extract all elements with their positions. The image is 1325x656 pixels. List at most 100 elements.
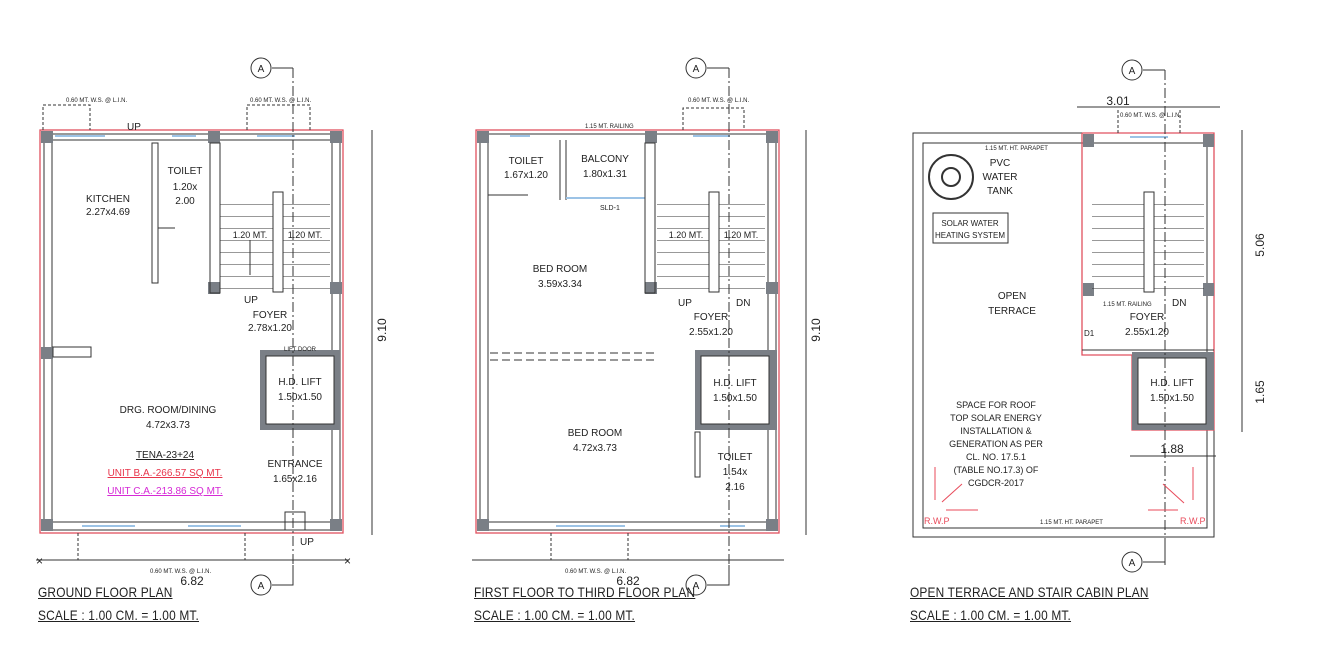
section-marker-a: A (693, 64, 700, 75)
svg-text:TOP SOLAR ENERGY: TOP SOLAR ENERGY (950, 413, 1042, 423)
up-label: UP (678, 298, 692, 309)
overall-width-dimension: 6.82 (180, 574, 204, 588)
plan-scale: SCALE : 1.00 CM. = 1.00 MT. (38, 607, 200, 623)
first-floor-plan (472, 57, 807, 596)
up-label: UP (127, 122, 141, 133)
stair-width: 1.20 MT. (233, 230, 268, 240)
stair-width: 1.20 MT. (669, 230, 704, 240)
svg-text:CGDCR-2017: CGDCR-2017 (968, 478, 1024, 488)
svg-text:SPACE FOR ROOF: SPACE FOR ROOF (956, 400, 1036, 410)
plan-title: OPEN TERRACE AND STAIR CABIN PLAN (910, 584, 1149, 600)
railing-note: 1.15 MT. RAILING (585, 124, 634, 130)
solar-heating-label: HEATING SYSTEM (935, 231, 1005, 240)
up-label: UP (300, 537, 314, 548)
room-size: 2.55x1.20 (1125, 327, 1169, 338)
terrace-plan (912, 59, 1243, 573)
rain-water-pipe-label: R.W.P (1180, 516, 1206, 526)
stair-width: 1.20 MT. (724, 230, 759, 240)
svg-text:×: × (344, 554, 351, 568)
svg-text:CL. NO. 17.5.1: CL. NO. 17.5.1 (966, 452, 1026, 462)
open-terrace-label: TERRACE (988, 306, 1036, 317)
svg-text:×: × (36, 554, 43, 568)
door-label: D1 (1084, 329, 1095, 338)
section-marker-a: A (1129, 66, 1136, 77)
section-marker-a: A (1129, 558, 1136, 569)
down-label: DN (736, 298, 750, 309)
svg-text:INSTALLATION &: INSTALLATION & (960, 426, 1031, 436)
lift-width-dimension: 1.88 (1160, 442, 1184, 456)
section-marker-a: A (693, 581, 700, 592)
room-size: 2.00 (175, 196, 195, 207)
solar-space-note: SPACE FOR ROOF TOP SOLAR ENERGY INSTALLA… (949, 400, 1043, 488)
room-name: BED ROOM (533, 264, 587, 275)
room-name: H.D. LIFT (1150, 378, 1193, 389)
water-tank-label: PVC (990, 158, 1011, 169)
room-name: FOYER (1130, 312, 1164, 323)
room-size: 1.20x (173, 182, 197, 193)
down-label: DN (1172, 298, 1186, 309)
room-name: H.D. LIFT (278, 377, 321, 388)
room-size: 1.50x1.50 (278, 392, 322, 403)
plan-title: GROUND FLOOR PLAN (38, 584, 173, 600)
section-marker-a: A (258, 581, 265, 592)
room-name: KITCHEN (86, 194, 130, 205)
overall-depth-dimension: 9.10 (809, 318, 823, 342)
up-label: UP (244, 295, 258, 306)
solar-heating-label: SOLAR WATER (941, 219, 999, 228)
section-marker-a: A (258, 64, 265, 75)
upper-depth-dimension: 5.06 (1253, 233, 1267, 257)
overall-depth-dimension: 9.10 (375, 318, 389, 342)
plan-scale: SCALE : 1.00 CM. = 1.00 MT. (910, 607, 1072, 623)
room-name: BALCONY (581, 154, 629, 165)
window-note: 0.60 MT. W.S. @ L.I.N. (150, 569, 211, 575)
room-size: 1.67x1.20 (504, 170, 548, 181)
overall-width-dimension: 6.82 (616, 574, 640, 588)
room-name: H.D. LIFT (713, 378, 756, 389)
room-size: 2.55x1.20 (689, 327, 733, 338)
room-size: 1.50x1.50 (1150, 393, 1194, 404)
window-note: 0.60 MT. W.S. @ L.I.N. (688, 98, 749, 104)
lift-depth-dimension: 1.65 (1253, 380, 1267, 404)
room-name: BED ROOM (568, 428, 622, 439)
stair-width: 1.20 MT. (288, 230, 323, 240)
room-size: 3.59x3.34 (538, 279, 582, 290)
unit-carpet-area: UNIT C.A.-213.86 SQ MT. (107, 486, 222, 497)
stair-cabin-width-dimension: 3.01 (1106, 94, 1130, 108)
window-note: 0.60 MT. W.S. @ L.I.N. (1120, 113, 1181, 119)
staircase (220, 191, 330, 293)
plan-scale: SCALE : 1.00 CM. = 1.00 MT. (474, 607, 636, 623)
water-tank-label: TANK (987, 186, 1013, 197)
lift-door-label: LIFT DOOR (284, 347, 317, 353)
room-size: 2.27x4.69 (86, 207, 130, 218)
room-name: FOYER (694, 312, 728, 323)
ground-floor-plan: × × (36, 57, 373, 596)
water-tank-label: WATER (983, 172, 1018, 183)
room-size: 1.80x1.31 (583, 169, 627, 180)
window-note: 0.60 MT. W.S. @ L.I.N. (66, 98, 127, 104)
svg-text:GENERATION AS PER: GENERATION AS PER (949, 439, 1043, 449)
plan-title: FIRST FLOOR TO THIRD FLOOR PLAN (474, 584, 696, 600)
room-size: 4.72x3.73 (573, 443, 617, 454)
window-note: 0.60 MT. W.S. @ L.I.N. (250, 98, 311, 104)
open-terrace-label: OPEN (998, 291, 1026, 302)
room-size: 1.54x (723, 467, 747, 478)
room-name: FOYER (253, 310, 287, 321)
column (41, 131, 53, 143)
room-size: 4.72x3.73 (146, 420, 190, 431)
parapet-note: 1.15 MT. HT. PARAPET (985, 146, 1048, 152)
room-name: ENTRANCE (267, 459, 322, 470)
room-name: TOILET (718, 452, 753, 463)
room-size: 1.50x1.50 (713, 393, 757, 404)
room-size: 2.78x1.20 (248, 323, 292, 334)
window-note: 0.60 MT. W.S. @ L.I.N. (565, 569, 626, 575)
room-name: TOILET (509, 156, 544, 167)
rain-water-pipe-label: R.W.P (924, 516, 950, 526)
unit-label: TENA-23+24 (136, 450, 195, 461)
svg-text:(TABLE NO.17.3) OF: (TABLE NO.17.3) OF (954, 465, 1039, 475)
railing-note: 1.15 MT. RAILING (1103, 302, 1152, 308)
room-name: TOILET (168, 166, 203, 177)
sliding-door-label: SLD-1 (600, 205, 620, 212)
room-size: 2.16 (725, 482, 745, 493)
room-name: DRG. ROOM/DINING (120, 405, 217, 416)
